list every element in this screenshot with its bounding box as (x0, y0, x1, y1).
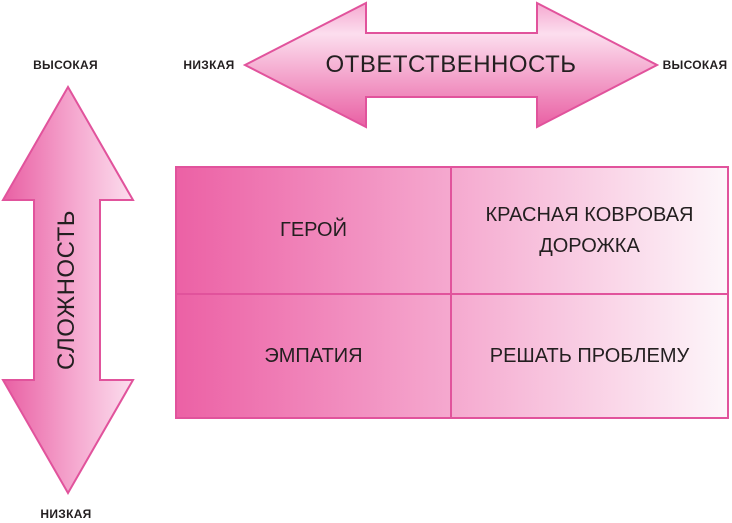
quadrant-top-right-label: КРАСНАЯ КОВРОВАЯ ДОРОЖКА (485, 203, 694, 257)
quadrant-bottom-right-label: РЕШАТЬ ПРОБЛЕМУ (489, 344, 690, 367)
complexity-axis-title-wrap: СЛОЖНОСТЬ (0, 120, 134, 460)
horizontal-arrow-shape (243, 1, 659, 129)
responsibility-axis-title: ОТВЕТСТВЕННОСТЬ (325, 51, 577, 78)
complexity-double-arrow-icon (1, 85, 135, 495)
complexity-axis-title: СЛОЖНОСТЬ (53, 209, 80, 371)
complexity-high-label: ВЫСОКАЯ (33, 58, 98, 72)
responsibility-low-label: НИЗКАЯ (183, 58, 235, 72)
responsibility-high-label: ВЫСОКАЯ (662, 58, 728, 72)
quadrant-bottom-left: ЭМПАТИЯ (177, 295, 452, 417)
vertical-arrow-shape (1, 85, 135, 495)
quadrant-top-left: ГЕРОЙ (177, 168, 452, 295)
complexity-low-label: НИЗКАЯ (40, 507, 92, 521)
responsibility-double-arrow-icon (243, 1, 659, 129)
quadrant-bottom-right: РЕШАТЬ ПРОБЛЕМУ (452, 295, 727, 417)
quadrant-bottom-left-label: ЭМПАТИЯ (264, 344, 363, 367)
quadrant-top-right: КРАСНАЯ КОВРОВАЯ ДОРОЖКА (452, 168, 727, 295)
quadrant-top-left-label: ГЕРОЙ (279, 219, 347, 241)
quadrant-grid: ГЕРОЙ КРАСНАЯ КОВРОВАЯ ДОРОЖКА ЭМПАТИЯ Р… (175, 166, 729, 419)
